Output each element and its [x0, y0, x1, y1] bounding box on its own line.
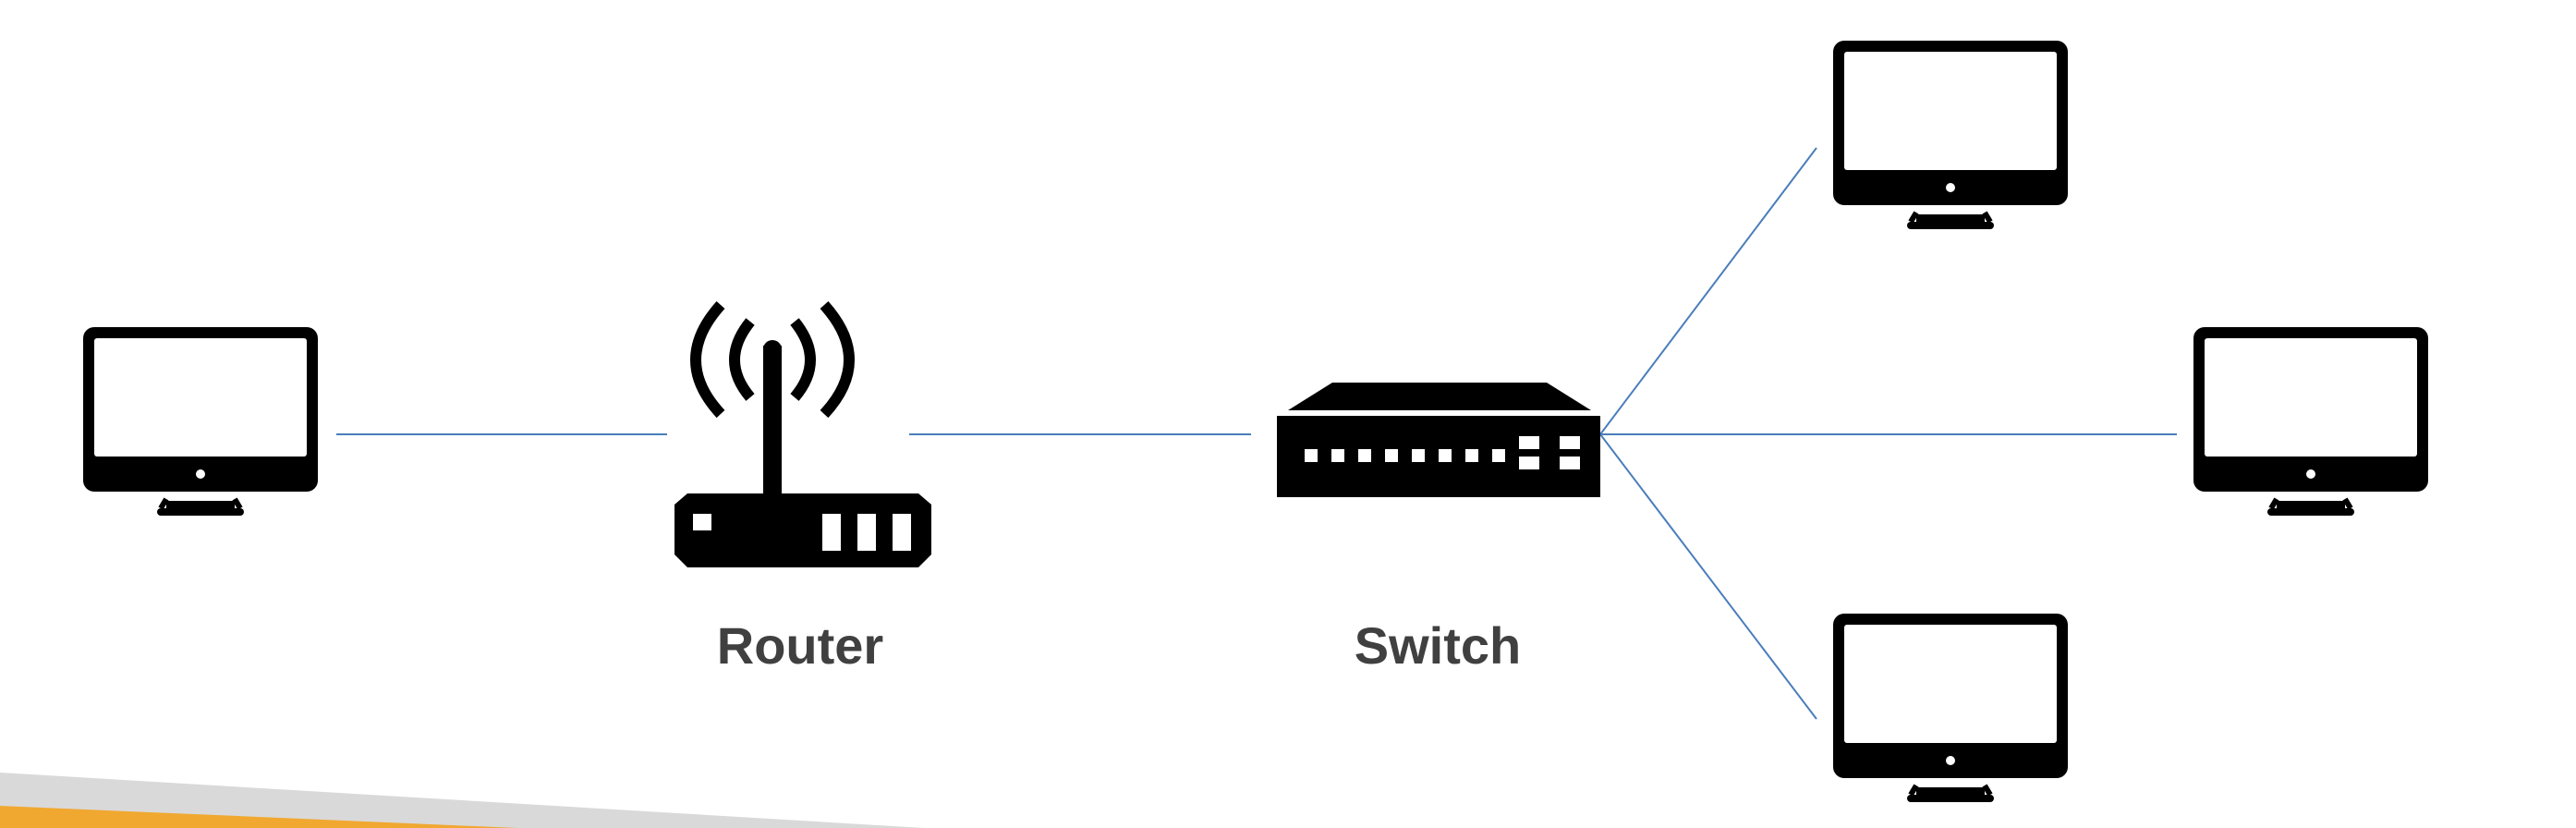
link-switch-computer-top	[1599, 147, 1817, 435]
router-label: Router	[716, 616, 884, 675]
switch-label: Switch	[1354, 616, 1522, 675]
wireless-router-icon	[674, 300, 931, 567]
computer-middle-right-icon	[2193, 327, 2428, 516]
network-switch-icon	[1277, 383, 1600, 497]
link-switch-computer-bottom	[1599, 433, 1817, 720]
computer-top-right-icon	[1833, 41, 2068, 229]
footer-gray-band	[0, 773, 924, 828]
footer-orange-band	[0, 806, 517, 828]
computer-left-icon	[83, 327, 318, 516]
computer-bottom-right-icon	[1833, 614, 2068, 802]
